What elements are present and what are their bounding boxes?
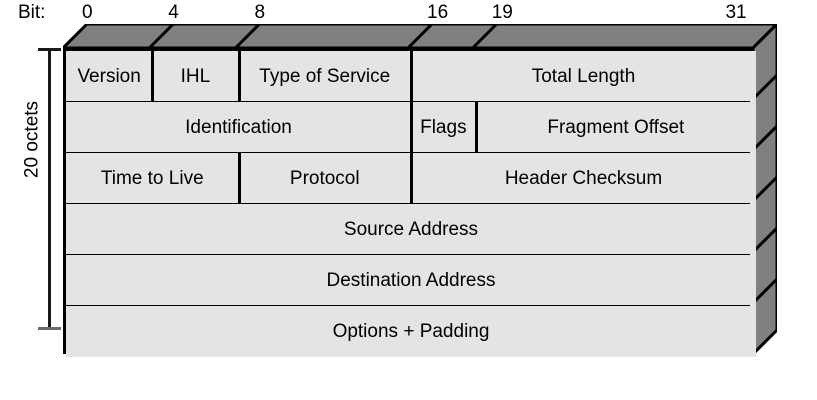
field-header-checksum[interactable]: Header Checksum [411,153,756,204]
header-row: Source Address [66,204,750,255]
column-divider [238,51,241,102]
header-fields-grid: Version IHL Type of Service Total LengthIde… [63,48,753,354]
field-flags[interactable]: Flags [411,102,476,153]
field-destination-address[interactable]: Destination Address [66,255,756,306]
field-label: Time to Live [101,169,204,188]
field-fragment-offset[interactable]: Fragment Offset [476,102,756,153]
field-label: Protocol [290,169,360,188]
octets-label: 20 octets [23,60,42,220]
box-top-face [63,24,777,48]
header-row: Destination Address [66,255,750,306]
header-row: Time to Live Protocol Header Checksum [66,153,750,204]
field-source-address[interactable]: Source Address [66,204,756,255]
field-label: Flags [420,118,466,137]
bracket-stem [48,48,51,330]
field-total-length[interactable]: Total Length [411,51,756,102]
bit-ruler-caption: Bit: [18,3,45,22]
box-right-face [753,24,777,354]
bit-tick-0: 0 [82,3,93,22]
field-identification[interactable]: Identification [66,102,411,153]
column-divider [410,102,413,153]
field-label: IHL [181,67,211,86]
field-label: Destination Address [327,271,496,290]
bit-tick-31: 31 [725,3,746,22]
column-divider [410,153,413,204]
field-label: Fragment Offset [547,118,684,137]
bit-tick-8: 8 [255,3,266,22]
header-row: Identification Flags Fragment Offset [66,102,750,153]
field-protocol[interactable]: Protocol [239,153,412,204]
bit-tick-16: 16 [427,3,448,22]
field-label: Identification [185,118,292,137]
field-label: Version [77,67,140,86]
field-version[interactable]: Version [66,51,152,102]
field-time-to-live[interactable]: Time to Live [66,153,239,204]
field-label: Total Length [532,67,636,86]
field-options-plus-padding[interactable]: Options + Padding [66,306,756,357]
field-label: Source Address [344,220,478,239]
bit-tick-19: 19 [492,3,513,22]
header-row: Options + Padding [66,306,750,357]
header-box: Version IHL Type of Service Total LengthIde… [63,48,753,354]
field-ihl[interactable]: IHL [152,51,238,102]
column-divider [410,51,413,102]
bit-tick-4: 4 [168,3,179,22]
field-label: Header Checksum [505,169,662,188]
header-row: Version IHL Type of Service Total Length [66,51,750,102]
bracket-bottom-cap [38,327,61,330]
column-divider [475,102,478,153]
field-label: Type of Service [259,67,390,86]
column-divider [238,153,241,204]
column-divider [151,51,154,102]
field-type-of-service[interactable]: Type of Service [239,51,412,102]
field-label: Options + Padding [333,322,490,341]
